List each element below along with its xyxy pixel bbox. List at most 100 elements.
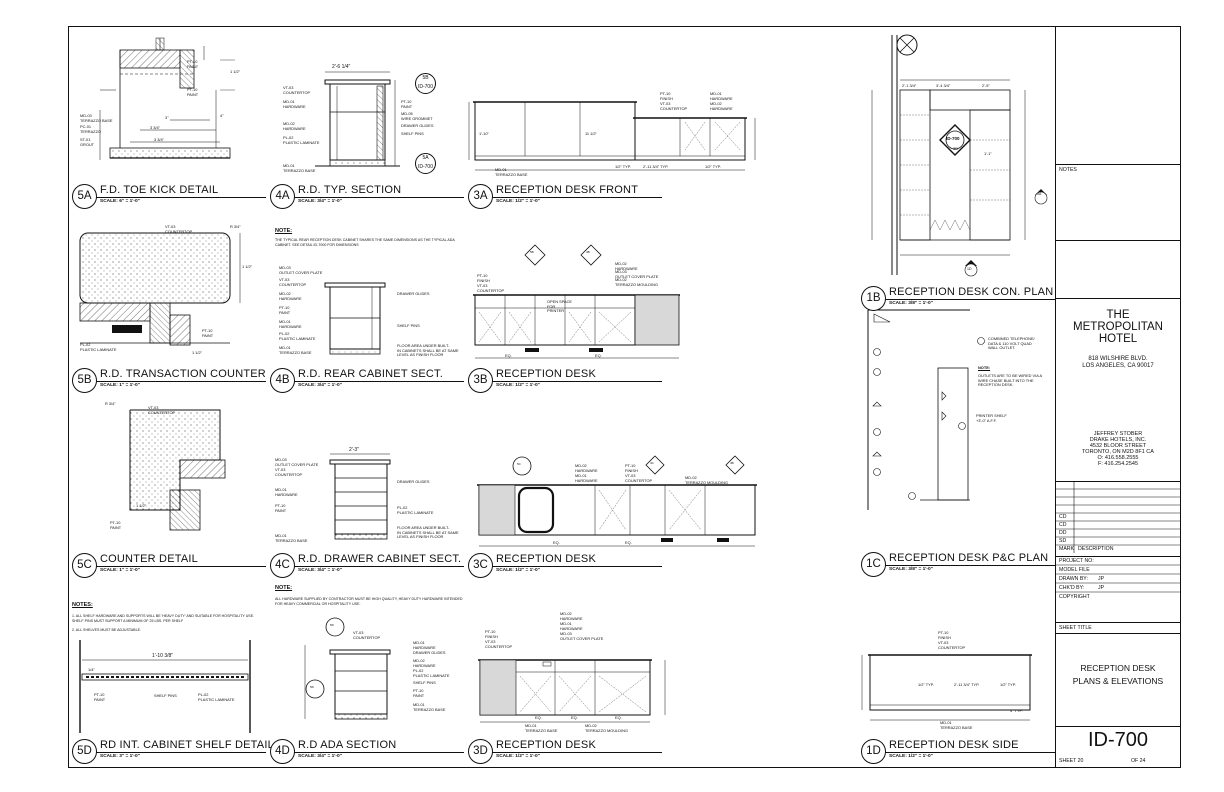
tb-divider-a	[1056, 240, 1180, 241]
detail-scale-3c: SCALE: 1/2" = 1'-0"	[496, 568, 540, 573]
tb-owner-6: F: 416.254.2545	[1097, 461, 1139, 467]
callout-4d-5d-a[interactable]: 5D	[330, 623, 334, 627]
detail-3a-drawing	[468, 101, 756, 171]
tb-hotel-line-2: METROPOLITAN	[1073, 321, 1163, 333]
detail-bubble-4d[interactable]: 4D	[270, 739, 295, 764]
detail-bubble-5d[interactable]: 5D	[72, 739, 97, 764]
detail-bubble-1d[interactable]: 1D	[861, 739, 886, 764]
detail-underline-5c	[96, 566, 266, 567]
detail-bubble-3d[interactable]: 3D	[468, 739, 493, 764]
detail-bubble-5c[interactable]: 5C	[72, 553, 97, 578]
callout-1b-1d[interactable]: 1D	[967, 267, 972, 271]
tb-address-1: 818 WILSHIRE BLVD.	[1088, 356, 1148, 362]
detail-underline-3a	[492, 197, 662, 198]
callout-3b-4b[interactable]: 4B	[586, 250, 590, 254]
detail-bubble-3b[interactable]: 3B	[468, 368, 493, 393]
detail-bubble-5a[interactable]: 5A	[72, 184, 97, 209]
detail-4a-drawing	[315, 71, 400, 167]
dim-1b-1: 2'-1 3/4"	[902, 83, 917, 88]
tag-4a-glides: DRAWER GLIDES	[401, 123, 434, 128]
tb-drawn-by: JP	[1098, 576, 1105, 582]
dim-1d-1: 1/2" TYP.	[918, 682, 934, 687]
callout-3c-4c[interactable]: 4C	[650, 461, 654, 465]
detail-bubble-4c[interactable]: 4C	[270, 553, 295, 578]
detail-underline-1b	[885, 299, 1055, 300]
detail-5d: NOTES: 1. ALL SHELF HARDWARE AND SUPPORT…	[70, 598, 260, 738]
dim-3d-eq2: EQ.	[571, 715, 578, 720]
tb-revision-grid	[1056, 481, 1180, 553]
detail-title-1d: RECEPTION DESK SIDE	[889, 739, 1019, 751]
detail-1c-drawing	[867, 309, 985, 510]
detail-underline-4a	[294, 197, 464, 198]
detail-scale-5d: SCALE: 3" = 1'-0"	[100, 754, 140, 759]
dim-5b-2: 1 1/2"	[242, 264, 253, 269]
detail-scale-3a: SCALE: 1/2" = 1'-0"	[496, 199, 540, 204]
tag-4c-glides: DRAWER GLIDES	[397, 479, 430, 484]
callout-4d-5d-b[interactable]: 5D	[310, 685, 314, 689]
detail-bubble-3c[interactable]: 3C	[468, 553, 493, 578]
detail-underline-1d	[885, 752, 1055, 753]
callout-3c-5c[interactable]: 5C	[517, 462, 521, 466]
dim-1b-3: 2'-5"	[982, 83, 990, 88]
detail-underline-4c	[294, 566, 464, 567]
detail-5c-drawing	[129, 409, 226, 531]
detail-title-5a: F.D. TOE KICK DETAIL	[100, 184, 219, 196]
detail-bubble-4b[interactable]: 4B	[270, 368, 295, 393]
detail-4d: NOTE: ALL HARDWARE SUPPLIED BY CONTRACTO…	[275, 585, 465, 735]
dim-5d-width: 1'-10 3/8"	[152, 653, 174, 659]
detail-4c-drawing	[329, 453, 391, 540]
detail-title-5c: COUNTER DETAIL	[100, 553, 198, 565]
detail-scale-3b: SCALE: 1/2" = 1'-0"	[496, 383, 540, 388]
detail-bubble-1c[interactable]: 1C	[861, 552, 886, 577]
dim-3a-3: 1/2" TYP.	[615, 164, 631, 169]
detail-scale-4c: SCALE: 3/4" = 1'-0"	[298, 568, 342, 573]
detail-underline-5d	[96, 752, 266, 753]
detail-bubble-3a[interactable]: 3A	[468, 184, 493, 209]
callout-1b-3a[interactable]: 3A	[1037, 192, 1042, 196]
tb-sheet-title-label: SHEET TITLE	[1059, 625, 1092, 631]
tag-4c-floor: FLOOR AREA UNDER BUILT-IN CABINETS SHALL…	[397, 525, 459, 539]
tb-hotel-line-3: HOTEL	[1098, 333, 1138, 345]
detail-underline-4d	[294, 752, 464, 753]
detail-5d-drawing	[79, 640, 251, 733]
detail-bubble-1b[interactable]: 1B	[861, 286, 886, 311]
callout-1b-main[interactable]: ID-700	[946, 136, 960, 141]
detail-5a-drawing	[99, 37, 235, 160]
tag-4d-glides: DRAWER GLIDES	[413, 650, 446, 655]
callout-3c-4b[interactable]: 4B	[730, 461, 734, 465]
detail-title-4c: R.D. DRAWER CABINET SECT.	[298, 553, 462, 565]
detail-bubble-4a[interactable]: 4A	[270, 184, 295, 209]
detail-bubble-5b[interactable]: 5B	[72, 368, 97, 393]
callout-1b-main-ref: 3D	[953, 146, 959, 151]
note-5d-heading: NOTES:	[72, 602, 93, 608]
dim-3d-eq1: EQ.	[535, 715, 542, 720]
dim-1b-4: 1'-1"	[984, 151, 992, 156]
callout-3b-5b[interactable]: 5B	[530, 250, 534, 254]
note-5d-item-1: 1. ALL SHELF HARDWARE AND SUPPORTS WILL …	[72, 614, 255, 623]
